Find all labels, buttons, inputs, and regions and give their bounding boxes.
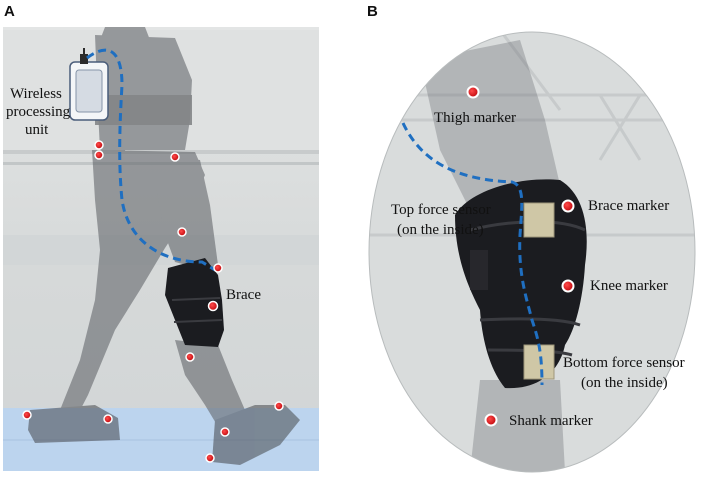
marker-dot-icon xyxy=(185,352,195,362)
marker-dot-icon xyxy=(220,427,230,437)
label-brace: Brace xyxy=(226,287,261,303)
label-wireless-line3: unit xyxy=(25,122,49,138)
label-wireless-line2: processing xyxy=(6,104,71,120)
panel-b: B xyxy=(367,3,696,473)
subject-silhouette xyxy=(28,27,300,465)
label-shank-marker: Shank marker xyxy=(509,413,593,429)
label-bottom-sensor-line2: (on the inside) xyxy=(581,375,668,391)
marker-dot-icon xyxy=(484,413,498,427)
markers-a xyxy=(22,140,284,463)
label-thigh-marker: Thigh marker xyxy=(434,110,516,126)
panel-a: A xyxy=(3,3,319,471)
knee-brace xyxy=(165,258,224,347)
panel-b-letter: B xyxy=(367,3,378,20)
cable-b xyxy=(401,122,544,386)
marker-dot-icon xyxy=(207,300,219,312)
oval-photo xyxy=(369,32,695,472)
label-bottom-sensor-line1: Bottom force sensor xyxy=(563,355,685,371)
marker-dot-icon xyxy=(561,199,575,213)
label-top-sensor-line1: Top force sensor xyxy=(391,202,491,218)
marker-dot-icon xyxy=(94,140,104,150)
markers-b xyxy=(466,85,575,427)
marker-dot-icon xyxy=(170,152,180,162)
marker-dot-icon xyxy=(561,279,575,293)
processing-unit-icon xyxy=(69,48,109,121)
label-top-sensor-line2: (on the inside) xyxy=(397,222,484,238)
panel-a-letter: A xyxy=(4,3,15,20)
marker-dot-icon xyxy=(205,453,215,463)
marker-dot-icon xyxy=(103,414,113,424)
marker-dot-icon xyxy=(177,227,187,237)
marker-dot-icon xyxy=(466,85,480,99)
marker-dot-icon xyxy=(94,150,104,160)
cable-a xyxy=(86,48,216,272)
marker-dot-icon xyxy=(274,401,284,411)
marker-dot-icon xyxy=(22,410,32,420)
force-sensor-icon xyxy=(523,202,555,238)
label-wireless-line1: Wireless xyxy=(10,86,62,102)
label-knee-marker: Knee marker xyxy=(590,278,668,294)
label-brace-marker: Brace marker xyxy=(588,198,669,214)
marker-dot-icon xyxy=(213,263,223,273)
